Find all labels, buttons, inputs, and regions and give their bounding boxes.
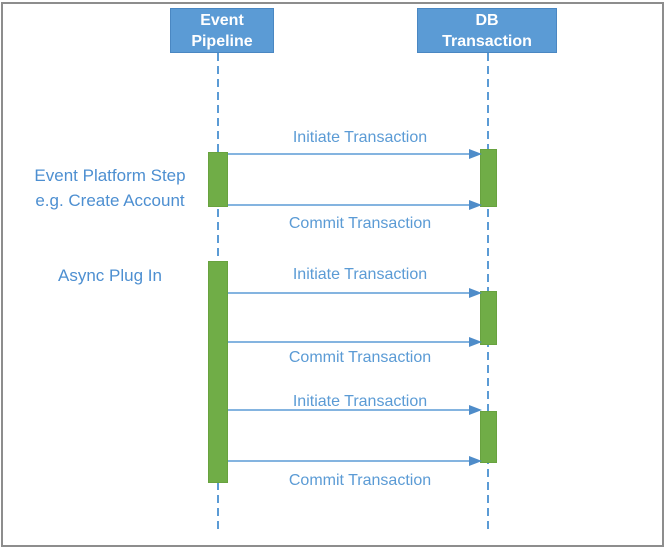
participant-label-line: Event — [200, 12, 244, 29]
annotation-line: Event Platform Step — [34, 166, 186, 185]
message-label-initiate-1: Initiate Transaction — [292, 129, 428, 146]
annotation-async-plug-in: Async Plug In — [12, 263, 208, 288]
activation-bar-event-pipeline-1 — [208, 152, 228, 207]
message-arrow-commit-1 — [228, 200, 482, 210]
message-arrow-commit-3 — [228, 456, 482, 466]
participant-event-pipeline: Event Pipeline — [170, 8, 274, 53]
message-arrow-initiate-1 — [228, 149, 482, 159]
annotation-event-platform-step: Event Platform Step e.g. Create Account — [12, 163, 208, 213]
participant-db-transaction: DB Transaction — [417, 8, 557, 53]
annotation-line: e.g. Create Account — [35, 191, 185, 210]
message-label-commit-1: Commit Transaction — [288, 215, 432, 232]
activation-bar-db-transaction-3 — [480, 411, 497, 463]
activation-bar-db-transaction-2 — [480, 291, 497, 345]
participant-label-line: Pipeline — [191, 33, 253, 50]
message-label-initiate-2: Initiate Transaction — [292, 266, 428, 283]
activation-bar-db-transaction-1 — [480, 149, 497, 207]
message-label-commit-3: Commit Transaction — [288, 472, 432, 489]
annotation-line: Async Plug In — [58, 266, 162, 285]
activation-bar-event-pipeline-2 — [208, 261, 228, 483]
participant-label-line: Transaction — [442, 33, 532, 50]
message-arrow-commit-2 — [228, 337, 482, 347]
participant-label-line: DB — [475, 12, 499, 29]
message-arrow-initiate-2 — [228, 288, 482, 298]
message-label-commit-2: Commit Transaction — [288, 349, 432, 366]
message-label-initiate-3: Initiate Transaction — [292, 393, 428, 410]
